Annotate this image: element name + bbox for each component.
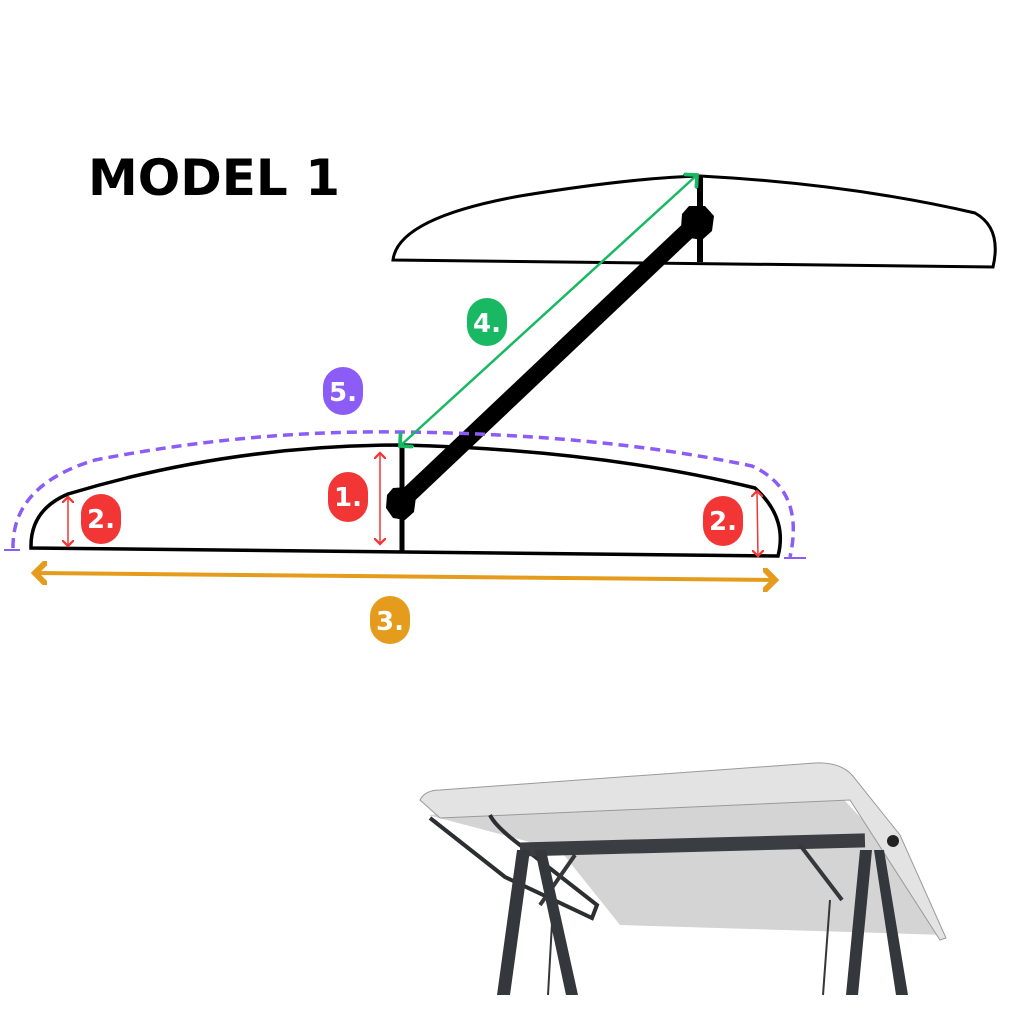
right-leg-front <box>846 850 872 995</box>
depth-arrow <box>400 175 697 446</box>
badge-arc-length: 5. <box>323 367 363 415</box>
badge-label: 4. <box>473 309 501 339</box>
left-chain <box>547 904 554 996</box>
badge-label: 2. <box>87 505 115 535</box>
badge-label: 5. <box>329 378 357 408</box>
badge-width: 3. <box>370 596 410 644</box>
badge-label: 2. <box>709 507 737 537</box>
bottom-joint-icon <box>386 487 416 520</box>
left-leg-front <box>497 850 530 995</box>
product-photo <box>419 762 947 996</box>
badge-end-height-right: 2. <box>703 496 743 546</box>
badge-depth: 4. <box>467 298 507 346</box>
right-chain <box>822 899 831 996</box>
badge-center-height: 1. <box>328 472 368 522</box>
left-leg-back <box>535 850 578 995</box>
roof-knob-icon <box>887 835 899 847</box>
badge-label: 1. <box>334 483 362 513</box>
left-brace <box>538 853 577 907</box>
end-height-right-arrow <box>757 491 758 556</box>
canopy-arm <box>394 215 703 510</box>
badge-end-height-left: 2. <box>81 494 121 544</box>
canopy-underside <box>428 790 945 935</box>
badge-label: 3. <box>376 607 404 637</box>
side-frame <box>428 814 600 921</box>
width-arrow <box>35 573 775 580</box>
cross-bar <box>519 833 866 857</box>
model-title: MODEL 1 <box>88 149 340 207</box>
right-brace <box>798 843 844 902</box>
right-leg-back <box>874 850 908 995</box>
canopy-top <box>419 762 947 941</box>
